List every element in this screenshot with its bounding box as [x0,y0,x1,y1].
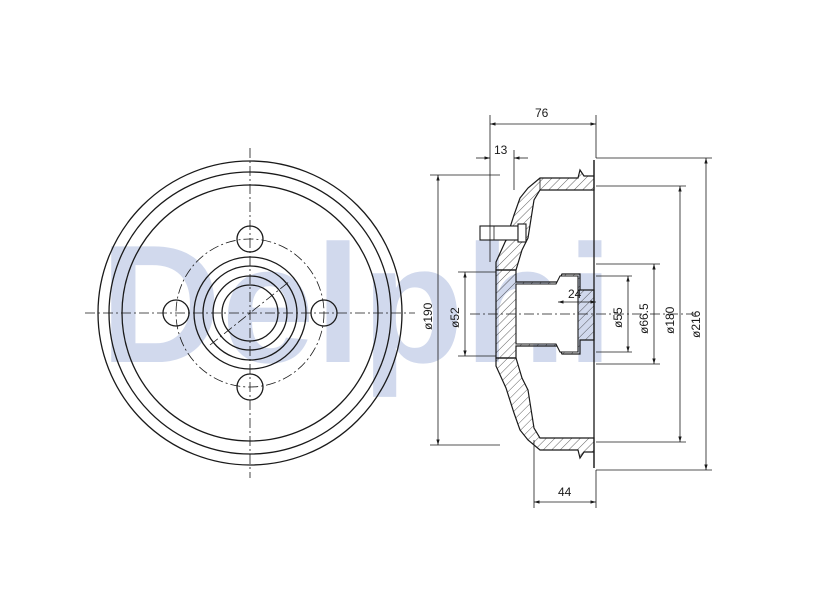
side-section-view [470,160,700,468]
dim-d180: ø180 [663,306,677,334]
dim-d216: ø216 [689,310,703,338]
stud-head [517,223,527,243]
dimension-lines: 76 13 ø190 ø52 24 ø55 ø66.5 ø180 [421,106,712,508]
dim-d55: ø55 [611,307,625,328]
centerline-diagonal [209,280,291,346]
dim-d52: ø52 [448,307,462,328]
dim-d66-5: ø66.5 [637,303,651,334]
dim-bore-depth: 24 [568,287,582,301]
drum-section-lower [495,357,595,468]
dim-mount-width: 44 [558,485,572,499]
wheel-stud [479,225,519,241]
dim-stud-offset: 13 [494,143,508,157]
dim-width-total: 76 [535,106,549,120]
dim-d190: ø190 [421,302,435,330]
front-view [85,148,415,478]
